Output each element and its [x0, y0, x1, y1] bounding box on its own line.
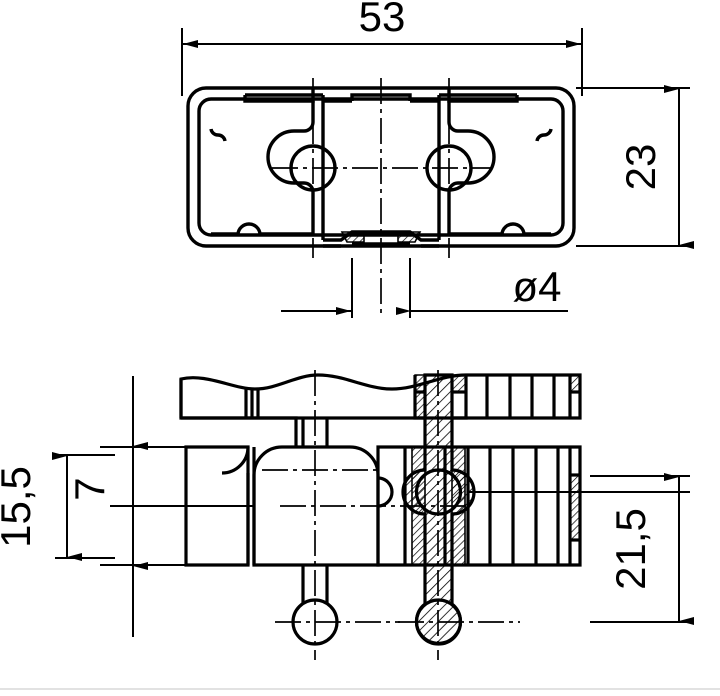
dimension-53-group	[181, 28, 583, 96]
profile-left-chamber	[211, 101, 315, 236]
center-lines-bottom-view	[262, 370, 520, 660]
dimension-label-15-5: 15,5	[0, 466, 39, 548]
dimension-label-7: 7	[66, 477, 113, 500]
profile-section-pads	[340, 231, 422, 243]
body-center-bump	[377, 476, 394, 508]
profile-right-lip	[535, 128, 553, 142]
dimension-label-21-5: 21,5	[607, 508, 654, 590]
right-rod-collar-hatch-left	[414, 374, 426, 419]
assembly-main-body	[184, 445, 582, 567]
right-rod-collar-hatch-right	[451, 374, 467, 393]
dimension-label-dia4: ø4	[512, 263, 561, 310]
body-right-section-slice	[569, 474, 581, 541]
profile-right-chamber	[447, 101, 551, 236]
profile-outer-contour	[186, 86, 576, 248]
assembly-upper-plate	[179, 373, 582, 420]
dimension-label-53: 53	[359, 0, 406, 40]
dimension-15-5-group	[52, 452, 115, 561]
dimension-7-group	[100, 376, 186, 637]
upper-plate-section-slice	[569, 374, 581, 393]
upper-plate-outline	[179, 373, 582, 420]
profile-left-lip	[209, 128, 227, 142]
body-center-block	[252, 445, 380, 567]
bottom-view-reference-lines	[108, 417, 690, 566]
dimension-dia4-group	[281, 258, 568, 318]
dimension-label-23: 23	[617, 144, 664, 191]
dimension-21-5-group	[590, 473, 694, 625]
center-lines-top-view	[272, 78, 492, 318]
upper-plate-step	[181, 416, 298, 447]
body-left-rounded-cap	[221, 446, 250, 475]
dimension-23-group	[576, 85, 694, 249]
